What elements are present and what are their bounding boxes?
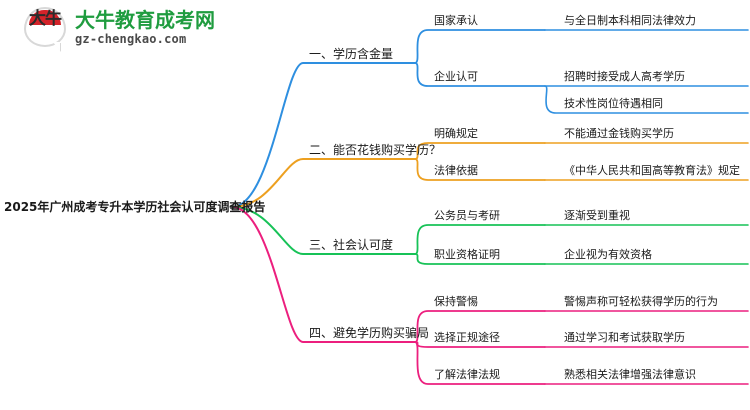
mindmap-subnode[interactable]: 法律依据	[434, 164, 478, 177]
mindmap-leaf[interactable]: 技术性岗位待遇相同	[564, 97, 663, 110]
connector	[414, 310, 546, 343]
connector	[231, 158, 416, 208]
connector	[414, 158, 546, 181]
logo-title: 大牛教育成考网	[75, 8, 215, 32]
connector	[231, 206, 416, 343]
logo-mark-icon: 大牛	[24, 6, 68, 50]
mindmap-leaf[interactable]: 不能通过金钱购买学历	[564, 127, 674, 140]
logo-mark-text: 大牛	[29, 9, 62, 29]
mindmap-leaf[interactable]: 企业视为有效资格	[564, 248, 652, 261]
mindmap-subnode[interactable]: 选择正规途径	[434, 331, 500, 344]
mindmap-subnode[interactable]: 职业资格证明	[434, 248, 500, 261]
mindmap-root-node[interactable]: 2025年广州成考专升本学历社会认可度调查报告	[4, 200, 266, 214]
mindmap-leaf[interactable]: 招聘时接受成人高考学历	[564, 70, 685, 83]
connector	[414, 29, 546, 64]
connector	[414, 62, 546, 87]
connector	[414, 341, 546, 385]
mindmap-subnode[interactable]: 了解法律法规	[434, 368, 500, 381]
mindmap-branch-1[interactable]: 一、学历含金量	[309, 47, 394, 61]
connector	[414, 142, 546, 160]
mindmap-subnode[interactable]: 保持警惕	[434, 295, 478, 308]
connector	[414, 224, 546, 255]
mindmap-leaf[interactable]: 警惕声称可轻松获得学历的行为	[564, 295, 718, 308]
connector	[414, 253, 546, 265]
connector	[231, 62, 416, 208]
mindmap-leaf[interactable]: 逐渐受到重视	[564, 209, 630, 222]
mindmap-leaf[interactable]: 与全日制本科相同法律效力	[564, 14, 696, 27]
root-hub-dot	[229, 204, 235, 210]
mindmap-branch-4[interactable]: 四、避免学历购买骗局	[309, 326, 430, 340]
mindmap-leaf[interactable]: 《中华人民共和国高等教育法》规定	[564, 164, 740, 177]
mindmap-branch-2[interactable]: 二、能否花钱购买学历？	[309, 143, 442, 157]
logo-url: gz-chengkao.com	[75, 32, 187, 46]
mindmap-subnode[interactable]: 国家承认	[434, 14, 478, 27]
mindmap-leaf[interactable]: 通过学习和考试获取学历	[564, 331, 685, 344]
connector	[231, 206, 416, 255]
mindmap-branch-3[interactable]: 三、社会认可度	[309, 238, 394, 252]
mindmap-subnode[interactable]: 明确规定	[434, 127, 478, 140]
connector	[544, 85, 749, 114]
mindmap-leaf[interactable]: 熟悉相关法律增强法律意识	[564, 368, 696, 381]
mindmap-subnode[interactable]: 公务员与考研	[434, 209, 500, 222]
mindmap-subnode[interactable]: 企业认可	[434, 70, 478, 83]
site-logo[interactable]: 大牛 大牛教育成考网 gz-chengkao.com	[24, 6, 215, 50]
